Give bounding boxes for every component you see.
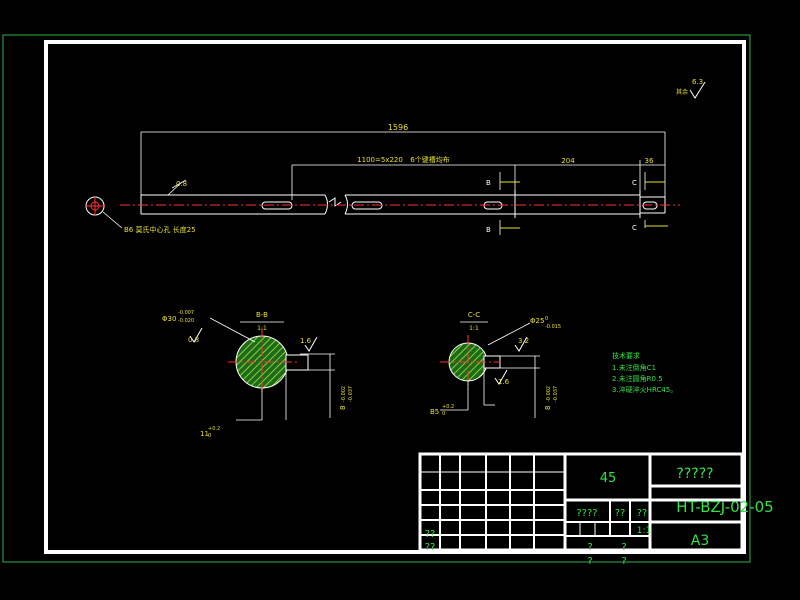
title-block-placeholder-i: ?? bbox=[425, 542, 436, 553]
section-bb-scale: 1:1 bbox=[257, 325, 267, 332]
section-cc-width: B5 bbox=[430, 408, 439, 416]
title-block-placeholder-g: ? bbox=[621, 556, 626, 567]
section-cc-ra: 1.6 bbox=[498, 378, 510, 386]
section-bb-width: 11 bbox=[200, 430, 209, 438]
chamfer-label: 0.8 bbox=[176, 180, 187, 188]
tech-requirement-3: 3.淬硬淬火HRC45。 bbox=[612, 385, 677, 394]
section-b-marker-top: B bbox=[486, 179, 491, 187]
section-cc-title: C-C bbox=[468, 311, 480, 319]
roughness-note: 其余 bbox=[676, 88, 688, 96]
tech-requirement-1: 1.未注倒角C1 bbox=[612, 363, 656, 372]
title-block-placeholder-a: ???? bbox=[576, 508, 597, 519]
section-cc-roughness: 3.2 bbox=[518, 337, 529, 345]
material-label: 45 bbox=[600, 471, 617, 486]
section-bb-ra: 0.8 bbox=[188, 336, 199, 344]
title-block-placeholder-d: ? bbox=[587, 542, 592, 553]
title-block-placeholder-c: ?? bbox=[637, 508, 648, 519]
section-bb-title: B-B bbox=[256, 311, 268, 319]
section-cc-width-tol: +0.2 bbox=[442, 404, 454, 410]
title-block-placeholder-h: ?? bbox=[425, 529, 436, 540]
slots-spacing-label: 1100=5x220 bbox=[357, 156, 403, 164]
section-bb-diameter: Φ30 bbox=[162, 315, 176, 323]
scale-label: 1:1 bbox=[637, 526, 651, 536]
section-c-marker-top: C bbox=[632, 179, 637, 187]
section-bb-tol-lower: -0.020 bbox=[178, 318, 194, 324]
slots-note-label: 6个键槽均布 bbox=[410, 155, 449, 164]
tech-requirement-2: 2.未注圆角R0.5 bbox=[612, 374, 663, 383]
section-cc-keyway-depth: 8 bbox=[544, 406, 552, 410]
sheet-size-label: A3 bbox=[691, 533, 709, 549]
title-block-placeholder-f: ? bbox=[587, 556, 592, 567]
roughness-value: 6.3 bbox=[692, 78, 703, 86]
section-cc-width-tol2: 0 bbox=[442, 411, 445, 417]
section-bb-keyway-depth: 8 bbox=[339, 406, 347, 410]
title-block-placeholder-b: ?? bbox=[615, 508, 626, 519]
section-bb bbox=[189, 317, 335, 421]
section-b-marker-bottom: B bbox=[486, 226, 491, 234]
section-bb-roughness: 1.6 bbox=[300, 337, 312, 345]
section-cc bbox=[440, 321, 540, 418]
dim-204-label: 204 bbox=[561, 157, 575, 165]
section-bb-keyway-tol: -0.002 bbox=[341, 386, 347, 402]
section-cc-scale: 1:1 bbox=[469, 325, 479, 332]
overall-length-label: 1596 bbox=[388, 123, 408, 132]
section-bb-keyway-tol2: -0.037 bbox=[348, 386, 354, 402]
section-bb-width-tol2: 0 bbox=[208, 433, 211, 439]
section-cc-tol2: -0.015 bbox=[545, 324, 561, 330]
part-name-label: ????? bbox=[676, 466, 713, 482]
tech-requirements-title: 技术要求 bbox=[612, 351, 640, 360]
dim-36-label: 36 bbox=[645, 157, 654, 165]
end-note: B6 莫氏中心孔 长度25 bbox=[124, 225, 196, 234]
title-block-placeholder-e: ? bbox=[621, 542, 626, 553]
section-bb-width-tol: +0.2 bbox=[208, 426, 220, 432]
section-bb-tol-upper: -0.007 bbox=[178, 310, 194, 316]
section-c-marker-bottom: C bbox=[632, 224, 637, 232]
section-cc-keyway-tol2: -0.037 bbox=[553, 386, 559, 402]
outer-border bbox=[2, 34, 751, 563]
section-cc-tol: 0 bbox=[545, 316, 548, 322]
drawing-number-label: HT-BZJ-02-05 bbox=[676, 498, 773, 516]
title-block bbox=[418, 452, 744, 552]
section-cc-keyway-tol: -0.002 bbox=[546, 386, 552, 402]
shaft-main-view bbox=[85, 81, 706, 235]
drawing-frame bbox=[44, 40, 746, 554]
section-cc-diameter: Φ25 bbox=[530, 317, 544, 325]
